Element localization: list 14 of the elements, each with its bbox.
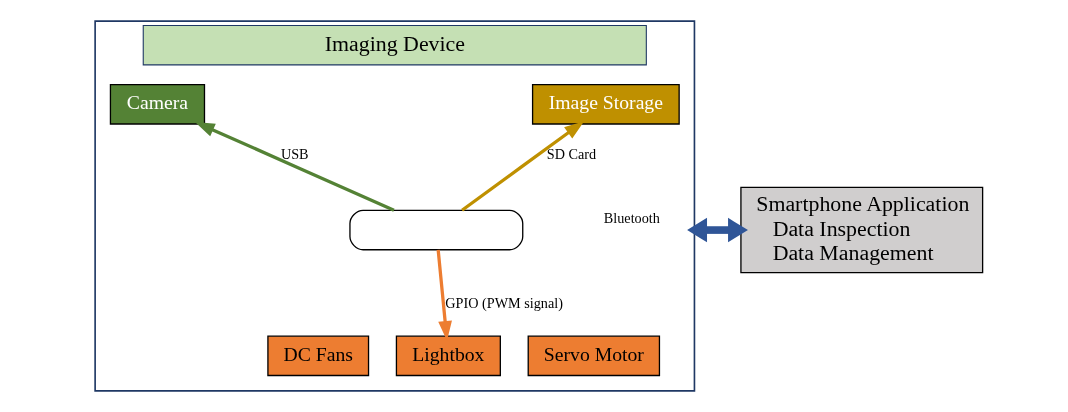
edge-label: SD Card bbox=[546, 146, 596, 163]
arrow bbox=[194, 122, 395, 212]
edge-label: USB bbox=[280, 146, 309, 163]
node-box: Smartphone Application Data Inspection Data Management bbox=[739, 186, 983, 274]
node-box: DC Fans bbox=[266, 335, 369, 377]
node-box: Lightbox bbox=[395, 335, 501, 377]
arrow bbox=[686, 217, 748, 243]
node-box bbox=[348, 209, 523, 251]
node-box: Servo Motor bbox=[527, 335, 660, 377]
node-box: Image Storage bbox=[531, 83, 680, 125]
edge-label: GPIO (PWM signal) bbox=[444, 295, 563, 312]
arrow bbox=[460, 121, 584, 212]
node-box: Camera bbox=[109, 83, 205, 125]
edge-label: Bluetooth bbox=[603, 209, 660, 226]
